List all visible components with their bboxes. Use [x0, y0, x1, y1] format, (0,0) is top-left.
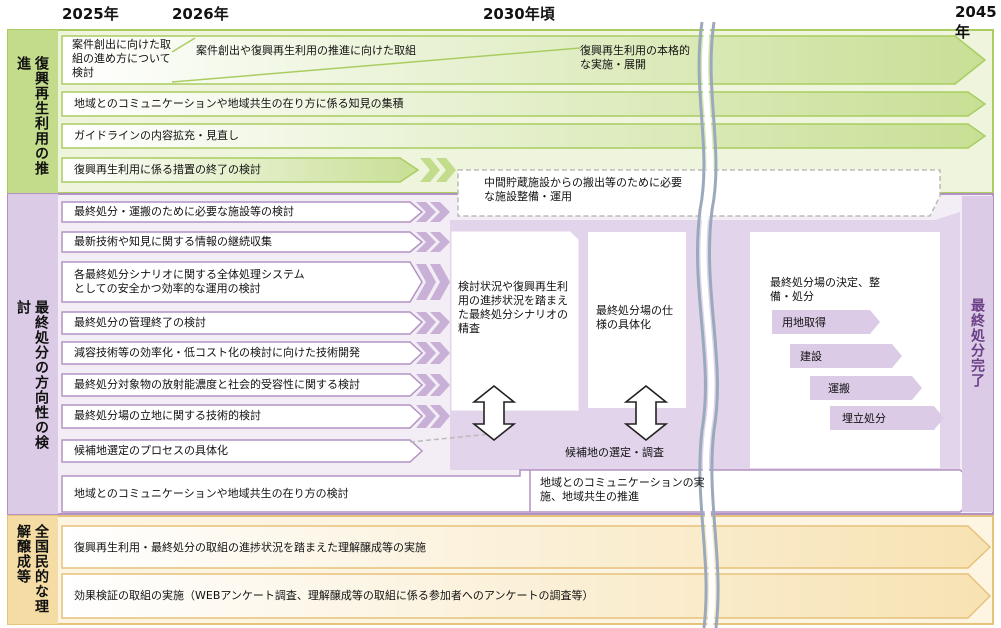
orange-row1: 復興再生利用・最終処分の取組の進捗状況を踏まえた理解醸成等の実施	[74, 541, 426, 554]
year-2045: 2045年	[955, 3, 997, 41]
step-carry: 運搬	[828, 382, 850, 395]
green-arrow-4	[61, 157, 420, 183]
purple-row8: 候補地選定のプロセスの具体化	[74, 444, 228, 457]
spec-box	[588, 232, 686, 408]
green-row3: ガイドラインの内容拡充・見直し	[74, 129, 239, 142]
section-label-purple: 最終処分の方向性の検討	[15, 300, 49, 450]
select-text: 候補地の選定・調査	[565, 446, 664, 459]
purple-row-bars	[61, 201, 424, 463]
done-text: 最終処分完了	[969, 298, 985, 388]
done-column	[962, 196, 993, 512]
purple-row6: 最終処分対象物の放射能濃度と社会的受容性に関する検討	[74, 378, 360, 391]
step-fill: 埋立処分	[842, 412, 886, 425]
green-row1-a: 案件創出に向けた取組の進め方について検討	[72, 38, 171, 79]
green-row1-c: 復興再生利用の本格的な実施・展開	[580, 44, 690, 71]
purple-row5: 減容技術等の効率化・低コスト化の検討に向けた技術開発	[74, 346, 360, 359]
spec-text: 最終処分場の仕様の具体化	[596, 304, 673, 331]
green-arrow-3	[61, 123, 987, 149]
purple-side-bg	[8, 194, 58, 514]
green-arrow-2	[61, 91, 987, 117]
timeline-break	[695, 21, 708, 628]
orange-arrow-2	[61, 573, 992, 619]
year-2025: 2025年	[62, 5, 119, 23]
step-build: 建設	[800, 350, 822, 363]
section-label-orange: 全国民的な理解醸成等	[15, 524, 49, 614]
scenario-box	[451, 231, 579, 411]
community-text: 地域とのコミュニケーションの実施、地域共生の推進	[540, 476, 705, 503]
orange-row2: 効果検証の取組の実施（WEBアンケート調査、理解醸成等の取組に係る参加者へのアン…	[74, 589, 594, 602]
storage-text: 中間貯蔵施設からの搬出等のために必要な施設整備・運用	[484, 176, 682, 203]
orange-side-bg	[8, 516, 58, 624]
purple-row7: 最終処分場の立地に関する技術的検討	[74, 409, 261, 422]
section-label-green: 復興再生利用の推進	[15, 56, 49, 176]
purple-row2: 最新技術や知見に関する情報の継続収集	[74, 235, 272, 248]
green-row2: 地域とのコミュニケーションや地域共生の在り方に係る知見の集積	[74, 97, 404, 110]
purple-row4: 最終処分の管理終了の検討	[74, 316, 206, 329]
purple-row9: 地域とのコミュニケーションや地域共生の在り方の検討	[74, 487, 349, 500]
green-row1-b: 案件創出や復興再生利用の推進に向けた取組	[196, 44, 416, 57]
purple-row1: 最終処分・運搬のために必要な施設等の検討	[74, 205, 294, 218]
step-land: 用地取得	[782, 316, 826, 329]
year-2026: 2026年	[172, 5, 229, 23]
scenario-text: 検討状況や復興再生利用の進捗状況を踏まえた最終処分シナリオの精査	[458, 280, 568, 335]
double-arrow-2	[623, 384, 669, 442]
purple-row3: 各最終処分シナリオに関する全体処理システムとしての安全かつ効率的な運用の検討	[74, 268, 305, 295]
decide-text: 最終処分場の決定、整備・処分	[770, 276, 880, 303]
orange-arrow-1	[61, 525, 992, 569]
green-row4: 復興再生利用に係る措置の終了の検討	[74, 163, 261, 176]
green-side-bg	[8, 30, 58, 193]
double-arrow-1	[471, 384, 517, 442]
storage-box	[457, 169, 941, 217]
year-2030: 2030年頃	[483, 5, 555, 23]
